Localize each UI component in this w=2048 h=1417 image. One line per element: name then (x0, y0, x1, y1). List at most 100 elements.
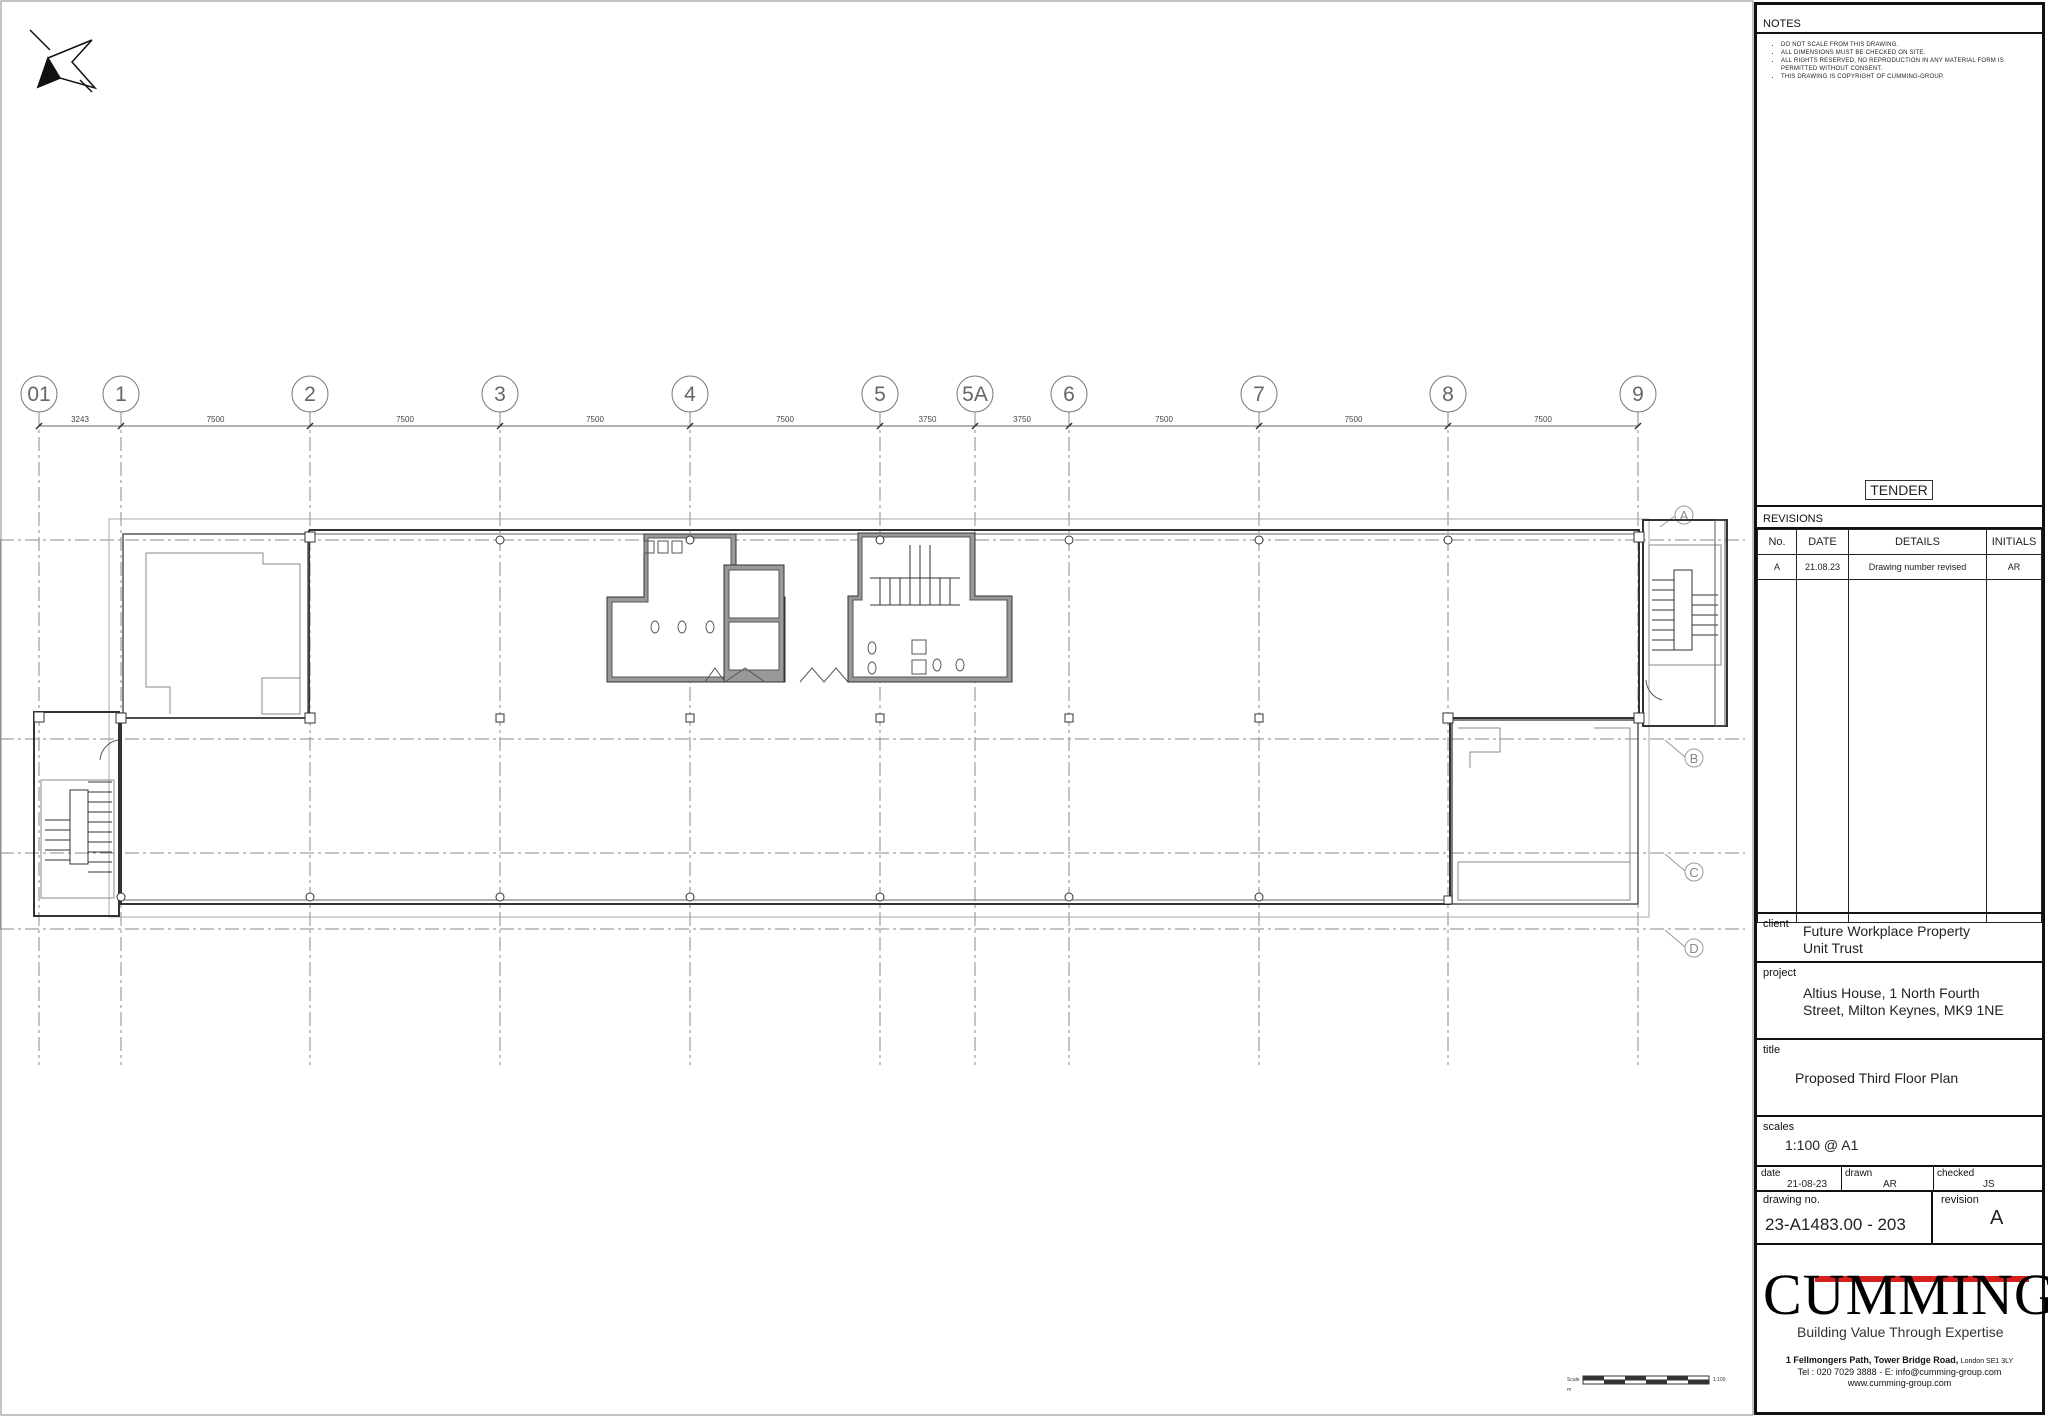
structural-column (1442, 712, 1454, 724)
scales-section: scales 1:100 @ A1 (1757, 1117, 2042, 1167)
company-address: 1 Fellmongers Path, Tower Bridge Road, L… (1757, 1355, 2042, 1365)
grid-label: 3 (494, 383, 506, 406)
structural-column (495, 713, 505, 723)
rev-date: 21.08.23 (1796, 554, 1849, 580)
grid-bubble-6: 6 (1050, 375, 1088, 413)
title-label: title (1763, 1044, 1781, 1056)
grid-label: 01 (27, 383, 50, 406)
structural-column (685, 535, 695, 545)
drawing-no-section: drawing no. 23-A1483.00 - 203 revision A (1757, 1192, 2042, 1245)
logo-accent-bar (1815, 1276, 2029, 1282)
grid-bubble-b: B (1684, 748, 1704, 768)
grid-bubble-a: A (1674, 505, 1694, 525)
rev-details: Drawing number revised (1848, 554, 1987, 580)
client-line1: Future Workplace Property (1803, 923, 1971, 939)
scale-bar-ratio: 1:100 (1713, 1377, 1726, 1383)
dimension-label: 7500 (586, 415, 604, 424)
grid-bubble-4: 4 (671, 375, 709, 413)
note-item: THIS DRAWING IS COPYRIGHT OF CUMMING-GRO… (1781, 73, 2041, 81)
grid-label: C (1689, 865, 1698, 880)
project-line1: Altius House, 1 North Fourth (1803, 985, 1980, 1001)
checked-value: JS (1983, 1179, 1995, 1190)
revisions-header: REVISIONS (1757, 505, 2042, 529)
drawn-value: AR (1883, 1179, 1897, 1190)
central-core (606, 532, 1013, 683)
revisions-heading: REVISIONS (1763, 513, 1823, 525)
rev-col-no: No. (1757, 529, 1797, 555)
dimension-label: 3750 (1013, 415, 1031, 424)
client-section: client Future Workplace Property Unit Tr… (1757, 912, 2042, 963)
grid-label: D (1689, 941, 1698, 956)
revisions-table: No. DATE DETAILS INITIALS A 21.08.23 Dra… (1757, 529, 2042, 923)
grid-bubble-5a: 5A (956, 375, 994, 413)
dimension-label: 7500 (1345, 415, 1363, 424)
structural-column (1254, 535, 1264, 545)
grid-bubble-2: 2 (291, 375, 329, 413)
grid-bubble-01: 01 (20, 375, 58, 413)
date-label: date (1761, 1168, 1781, 1179)
checked-label: checked (1937, 1168, 1975, 1179)
structural-column (1633, 531, 1645, 543)
scale-bar-label: Scale (1567, 1377, 1580, 1383)
grid-label: 4 (684, 383, 696, 406)
structural-column (1443, 895, 1453, 905)
project-section: project Altius House, 1 North Fourth Str… (1757, 963, 2042, 1040)
grid-label: 7 (1253, 383, 1265, 406)
title-block: NOTES DO NOT SCALE FROM THIS DRAWING. AL… (1754, 2, 2048, 1415)
structural-column (116, 892, 126, 902)
grid-bubble-1: 1 (102, 375, 140, 413)
rev-col-date: DATE (1796, 529, 1849, 555)
grid-label: 1 (115, 383, 127, 406)
drawing-title: Proposed Third Floor Plan (1795, 1070, 1959, 1086)
dimension-label: 3750 (919, 415, 937, 424)
dimension-label: 7500 (1534, 415, 1552, 424)
meta-section: date 21-08-23 drawn AR checked JS (1757, 1167, 2042, 1192)
dimension-label: 7500 (1155, 415, 1173, 424)
structural-column (304, 531, 316, 543)
grid-label: B (1690, 751, 1699, 766)
grid-label: 9 (1632, 383, 1644, 406)
structural-column (495, 892, 505, 902)
grid-bubble-5: 5 (861, 375, 899, 413)
company-logo: CUMMING (1763, 1262, 2048, 1327)
rev-col-initials: INITIALS (1986, 529, 2042, 555)
structural-column (875, 535, 885, 545)
rev-col-details: DETAILS (1848, 529, 1987, 555)
structural-column (1064, 892, 1074, 902)
scale-bar: Scale m 1:100 (1567, 1375, 1726, 1393)
structural-column (875, 892, 885, 902)
notes-header: NOTES (1757, 5, 2042, 34)
grid-label: 2 (304, 383, 316, 406)
drawing-no-label: drawing no. (1763, 1194, 1820, 1206)
structural-column (1254, 892, 1264, 902)
title-section: title Proposed Third Floor Plan (1757, 1040, 2042, 1117)
structural-column (1064, 713, 1074, 723)
table-row: A 21.08.23 Drawing number revised AR (1757, 554, 2042, 580)
structural-column (304, 712, 316, 724)
grid-bubble-d: D (1684, 938, 1704, 958)
dimension-label: 3243 (71, 415, 89, 424)
drawn-label: drawn (1845, 1168, 1873, 1179)
address-line1-city: London SE1 3LY (1960, 1358, 2014, 1365)
structural-column (685, 713, 695, 723)
note-item: ALL RIGHTS RESERVED, NO REPRODUCTION IN … (1781, 57, 2041, 73)
company-website: www.cumming-group.com (1847, 1378, 1952, 1388)
grid-bubble-c: C (1684, 862, 1704, 882)
structural-column (115, 712, 127, 724)
project-label: project (1763, 967, 1797, 979)
structural-column (685, 892, 695, 902)
date-value: 21-08-23 (1787, 1179, 1828, 1190)
scale-bar-unit: m (1567, 1387, 1571, 1393)
structural-column (1254, 713, 1264, 723)
grid-bubble-7: 7 (1240, 375, 1278, 413)
grid-bubble-8: 8 (1429, 375, 1467, 413)
dimension-label: 7500 (207, 415, 225, 424)
grid-bubble-3: 3 (481, 375, 519, 413)
scales-value: 1:100 @ A1 (1785, 1137, 1859, 1153)
revision-label: revision (1941, 1194, 1979, 1206)
company-contact: Tel : 020 7029 3888 - E: info@cumming-gr… (1797, 1367, 2002, 1377)
dimension-label: 7500 (776, 415, 794, 424)
grid-label: 5A (962, 383, 988, 406)
